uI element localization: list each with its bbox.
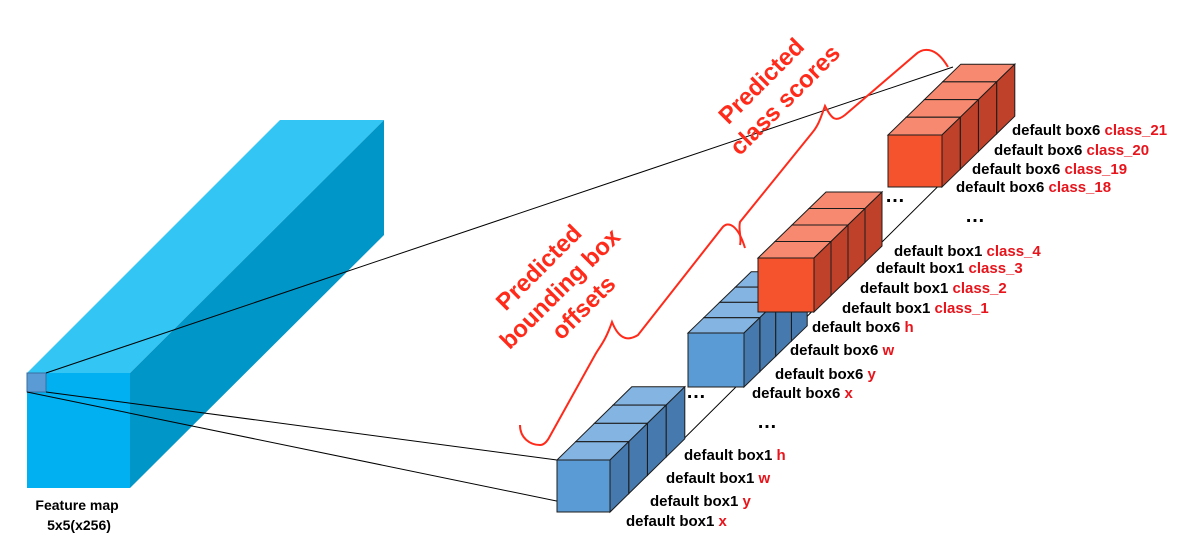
prediction-label-value: class_20 <box>1087 142 1150 159</box>
prediction-label-8: default box1 class_1 <box>842 300 989 317</box>
prediction-cubes <box>555 63 1017 514</box>
bbox-offsets-brace <box>519 223 746 447</box>
prediction-label-value: y <box>868 366 877 383</box>
projection-line-bottom <box>45 391 558 461</box>
prediction-label-key: default box6 <box>1012 122 1105 139</box>
prediction-label-key: default box1 <box>650 493 743 510</box>
prediction-label-value: class_21 <box>1105 122 1168 139</box>
ellipsis-dots-3: … <box>885 185 905 207</box>
cube-front-face <box>556 459 611 513</box>
prediction-label-key: default box6 <box>775 366 868 383</box>
prediction-label-13: default box6 class_19 <box>972 161 1127 178</box>
prediction-label-0: default box1 x <box>626 513 728 530</box>
projection-line-top <box>45 66 954 374</box>
prediction-label-2: default box1 w <box>666 470 771 487</box>
prediction-label-9: default box1 class_2 <box>860 280 1007 297</box>
ellipsis-dots-1: … <box>686 381 706 403</box>
prediction-label-4: default box6 x <box>752 385 854 402</box>
prediction-label-key: default box1 <box>842 300 935 317</box>
prediction-label-12: default box6 class_18 <box>956 179 1111 196</box>
prediction-label-key: default box1 <box>666 470 759 487</box>
ellipsis-dots-2: … <box>757 411 777 433</box>
prediction-label-value: class_3 <box>969 260 1023 277</box>
prediction-label-key: default box1 <box>684 447 777 464</box>
prediction-label-5: default box6 y <box>775 366 877 383</box>
prediction-label-7: default box6 h <box>812 319 914 336</box>
prediction-label-value: class_2 <box>953 280 1007 297</box>
prediction-label-10: default box1 class_3 <box>876 260 1023 277</box>
prediction-label-value: class_4 <box>987 243 1042 260</box>
cube-front-face <box>687 332 745 388</box>
prediction-label-value: class_1 <box>935 300 989 317</box>
prediction-label-key: default box6 <box>956 179 1049 196</box>
feature-map-side-face <box>130 120 384 488</box>
prediction-cube-1-0 <box>686 316 762 389</box>
prediction-label-6: default box6 w <box>790 342 895 359</box>
ellipsis-dots-4: … <box>965 205 985 227</box>
feature-map-cell <box>26 372 47 393</box>
prediction-label-key: default box6 <box>972 161 1065 178</box>
prediction-label-value: y <box>743 493 752 510</box>
prediction-label-11: default box1 class_4 <box>894 243 1041 260</box>
prediction-label-value: h <box>777 447 786 464</box>
bbox-annotation: Predicted bounding box offsets <box>473 197 651 375</box>
class-annotation: Predicted class scores <box>704 19 846 161</box>
prediction-label-key: default box1 <box>876 260 969 277</box>
prediction-cube-2-0 <box>756 240 833 314</box>
prediction-label-14: default box6 class_20 <box>994 142 1149 159</box>
prediction-label-key: default box1 <box>626 513 719 530</box>
prediction-label-value: x <box>719 513 728 530</box>
prediction-label-key: default box6 <box>790 342 883 359</box>
feature-map-label: Feature map 5x5(x256) <box>35 497 122 533</box>
feature-map-top-face <box>27 120 384 373</box>
prediction-label-3: default box1 h <box>684 447 786 464</box>
prediction-label-key: default box6 <box>994 142 1087 159</box>
prediction-label-key: default box1 <box>860 280 953 297</box>
prediction-label-key: default box1 <box>894 243 987 260</box>
feature-map-block <box>26 120 384 488</box>
prediction-cube-3-0 <box>886 116 962 189</box>
prediction-cube-0-0 <box>555 440 630 514</box>
prediction-label-15: default box6 class_21 <box>1012 122 1167 139</box>
class-scores-brace <box>738 48 949 246</box>
prediction-label-value: x <box>845 385 854 402</box>
prediction-label-key: default box6 <box>812 319 905 336</box>
prediction-label-value: w <box>882 342 895 359</box>
cube-front-face <box>887 134 943 188</box>
prediction-label-1: default box1 y <box>650 493 752 510</box>
prediction-label-value: class_18 <box>1049 179 1112 196</box>
prediction-label-value: class_19 <box>1065 161 1128 178</box>
feature-map-label-line2: 5x5(x256) <box>47 517 111 533</box>
prediction-label-value: h <box>905 319 914 336</box>
prediction-label-key: default box6 <box>752 385 845 402</box>
feature-map-label-line1: Feature map <box>35 497 118 513</box>
prediction-label-value: w <box>758 470 771 487</box>
projection-line-lower <box>26 391 611 513</box>
cube-front-face <box>757 257 815 313</box>
